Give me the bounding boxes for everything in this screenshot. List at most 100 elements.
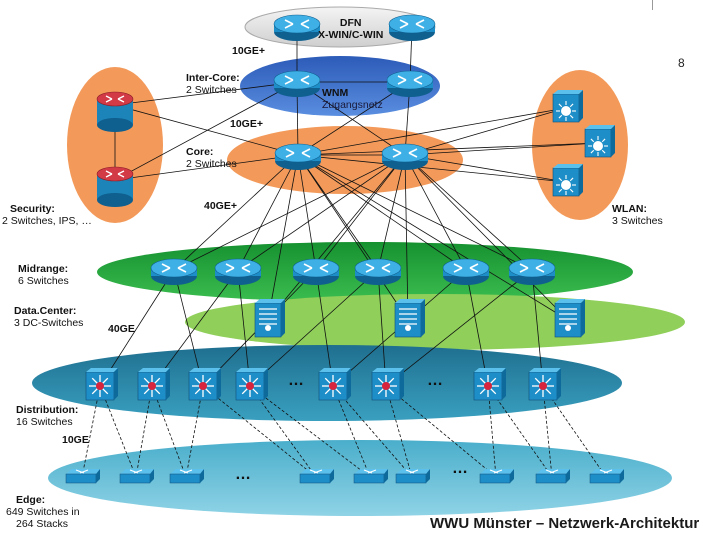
link-line <box>114 81 298 181</box>
inter-core-switch-1 <box>273 70 321 97</box>
wlan-switch-3 <box>552 164 583 197</box>
distribution-switch-7 <box>473 368 506 401</box>
link-line <box>173 154 299 271</box>
link-line <box>465 269 489 387</box>
link-line <box>151 269 239 387</box>
core-switch-1 <box>274 143 322 170</box>
edge-switch-5 <box>353 469 388 484</box>
link-line <box>99 385 137 478</box>
edge-switch-4 <box>299 469 334 484</box>
link-label-10ge-edge: 10GE <box>62 434 89 446</box>
datacenter-switch-3 <box>554 299 585 338</box>
link-line <box>297 142 599 156</box>
link-line <box>385 385 497 478</box>
datacenter-label: Data.Center: 3 DC-Switches <box>14 305 84 329</box>
link-line <box>114 154 299 181</box>
midrange-switch-3 <box>292 258 340 285</box>
link-line <box>297 154 569 321</box>
midrange-switch-2 <box>214 258 262 285</box>
link-line <box>249 385 371 478</box>
link-line <box>297 154 567 183</box>
link-line <box>542 385 553 478</box>
distribution-switch-1 <box>85 368 118 401</box>
distribution-label: Distribution: 16 Switches <box>16 404 79 428</box>
link-line <box>173 269 204 387</box>
link-line <box>202 385 317 478</box>
distribution-switch-5 <box>318 368 351 401</box>
edge-switch-1 <box>65 469 100 484</box>
link-line <box>315 269 334 387</box>
link-label-40ge: 40GE <box>108 323 135 335</box>
core-label: Core: 2 Switches <box>186 146 237 170</box>
inter-core-label: Inter-Core: 2 Switches <box>186 72 240 96</box>
security-router-1 <box>96 91 134 132</box>
edge-ellipsis-2: … <box>452 460 468 477</box>
distribution-switch-4 <box>235 368 268 401</box>
link-line <box>237 269 251 387</box>
edge-switch-8 <box>535 469 570 484</box>
devices <box>65 14 624 484</box>
wnm-layer <box>240 56 440 116</box>
link-line <box>404 154 467 271</box>
link-label-10ge-core: 10GE+ <box>230 118 263 130</box>
link-line <box>237 154 299 271</box>
link-lines <box>81 25 607 478</box>
link-line <box>487 385 553 478</box>
top-divider <box>652 0 653 10</box>
link-line <box>237 154 406 271</box>
link-line <box>297 81 411 156</box>
link-line <box>297 154 317 271</box>
link-line <box>114 81 298 106</box>
edge-ellipsis-1: … <box>235 466 251 483</box>
link-label-40ge-plus: 40GE+ <box>204 200 237 212</box>
link-line <box>267 154 299 321</box>
midrange-switch-6 <box>508 258 556 285</box>
edge-label: Edge: 649 Switches in 264 Stacks <box>6 494 80 530</box>
link-line <box>99 269 175 387</box>
link-line <box>151 385 187 478</box>
link-line <box>404 154 569 321</box>
wlan-label: WLAN: 3 Switches <box>612 203 663 227</box>
link-line <box>297 154 379 271</box>
edge-switch-2 <box>119 469 154 484</box>
link-line <box>487 385 497 478</box>
link-line <box>173 154 406 271</box>
edge-switch-3 <box>169 469 204 484</box>
slide-number: 8 <box>678 56 685 70</box>
dfn-router-left <box>273 14 321 41</box>
datacenter-switch-1 <box>254 299 285 338</box>
link-line <box>332 385 413 478</box>
dfn-router-right <box>388 14 436 41</box>
link-line <box>296 81 406 156</box>
distribution-ellipsis-1: … <box>288 372 304 389</box>
edge-switch-9 <box>589 469 624 484</box>
wlan-switch-1 <box>552 90 583 123</box>
link-line <box>297 154 467 271</box>
link-line <box>297 154 409 321</box>
midrange-switch-5 <box>442 258 490 285</box>
footer-title: WWU Münster – Netzwerk-Architektur <box>430 515 700 532</box>
inter-core-switch-2 <box>386 70 434 97</box>
distribution-ellipsis-2: … <box>427 372 443 389</box>
edge-switch-7 <box>479 469 514 484</box>
security-router-2 <box>96 166 134 207</box>
wlan-switch-2 <box>584 125 615 158</box>
link-line <box>404 154 409 321</box>
link-line <box>249 269 379 387</box>
link-line <box>249 385 317 478</box>
link-label-10ge-top: 10GE+ <box>232 45 265 57</box>
midrange-switch-4 <box>354 258 402 285</box>
distribution-switch-8 <box>528 368 561 401</box>
dfn-label: DFN X-WIN/C-WIN <box>318 17 384 41</box>
link-line <box>404 142 599 156</box>
edge-switch-6 <box>395 469 430 484</box>
link-line <box>404 107 567 156</box>
link-line <box>135 385 153 478</box>
link-line <box>114 104 299 156</box>
midrange-switch-1 <box>150 258 198 285</box>
security-label: Security: 2 Switches, IPS, … <box>2 203 92 227</box>
midrange-label: Midrange: 6 Switches <box>18 263 69 287</box>
core-switch-2 <box>381 143 429 170</box>
link-line <box>297 154 533 271</box>
link-line <box>404 154 533 271</box>
